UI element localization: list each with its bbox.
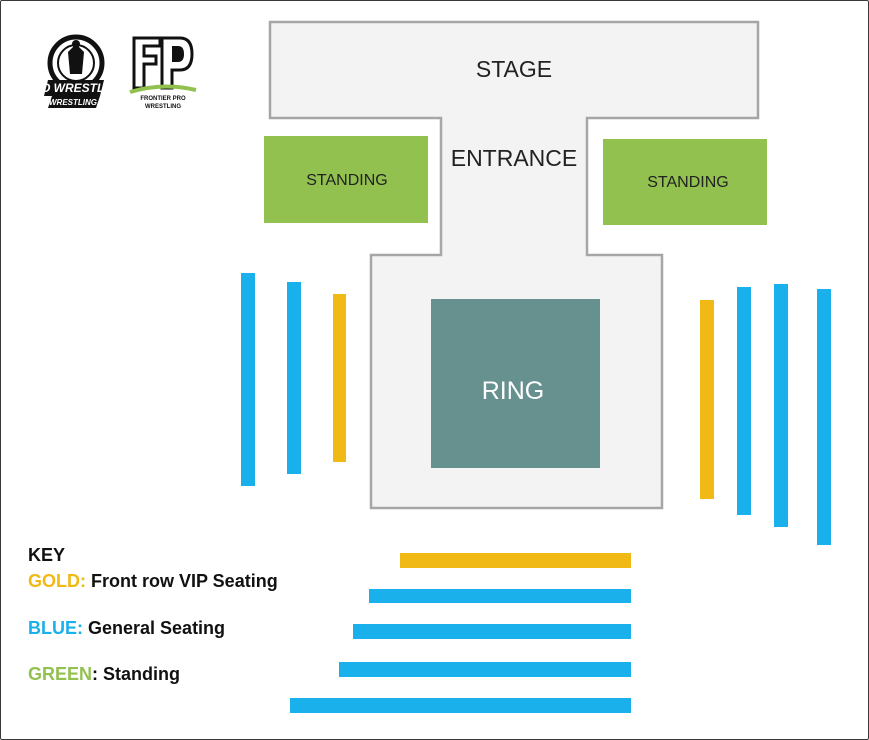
iron-city-pro-wrestling-logo: PRO WRESTLING WRESTLING <box>24 30 126 112</box>
legend-blue-description: General Seating <box>83 618 226 638</box>
standing-area-left <box>264 136 428 223</box>
seating-blue-right-2 <box>774 284 788 527</box>
ring-area <box>431 299 600 468</box>
legend-green-description: : Standing <box>92 664 181 684</box>
legend-green-label: GREEN <box>28 664 93 684</box>
ring-label: RING <box>482 377 545 405</box>
legend-title: KEY <box>28 545 66 565</box>
seating-blue-bottom-1 <box>369 589 631 603</box>
svg-text:FRONTIER PRO: FRONTIER PRO <box>140 96 186 102</box>
legend-item-blue: BLUE: General Seating <box>28 619 225 637</box>
logo-pro-text: PRO WRESTLING <box>40 81 112 95</box>
seating-blue-left-middle <box>287 282 301 474</box>
seating-blue-bottom-3 <box>339 662 631 677</box>
stage-entrance-area <box>268 20 760 510</box>
seating-blue-bottom-2 <box>353 624 631 639</box>
legend-item-gold: GOLD: Front row VIP Seating <box>28 572 278 590</box>
svg-text:WRESTLING: WRESTLING <box>145 104 181 110</box>
standing-right-label: STANDING <box>647 174 728 191</box>
entrance-label: ENTRANCE <box>451 145 578 171</box>
frontier-pro-wrestling-logo: FRONTIER PRO WRESTLING <box>128 32 198 112</box>
seating-gold-right <box>700 300 714 499</box>
legend-gold-description: Front row VIP Seating <box>86 571 278 591</box>
standing-left-label: STANDING <box>306 172 387 189</box>
seating-gold-left <box>333 294 346 462</box>
legend-blue-label: BLUE: <box>28 618 83 638</box>
seating-blue-right-3 <box>817 289 831 545</box>
seating-blue-bottom-4 <box>290 698 631 713</box>
standing-area-right <box>603 139 767 225</box>
seating-gold-bottom <box>400 553 631 568</box>
legend-item-green: GREEN: Standing <box>28 665 180 683</box>
svg-text:WRESTLING: WRESTLING <box>49 98 97 107</box>
seating-blue-right-1 <box>737 287 751 515</box>
seating-blue-left-outer <box>241 273 255 486</box>
stage-label: STAGE <box>476 56 552 82</box>
legend-gold-label: GOLD: <box>28 571 86 591</box>
